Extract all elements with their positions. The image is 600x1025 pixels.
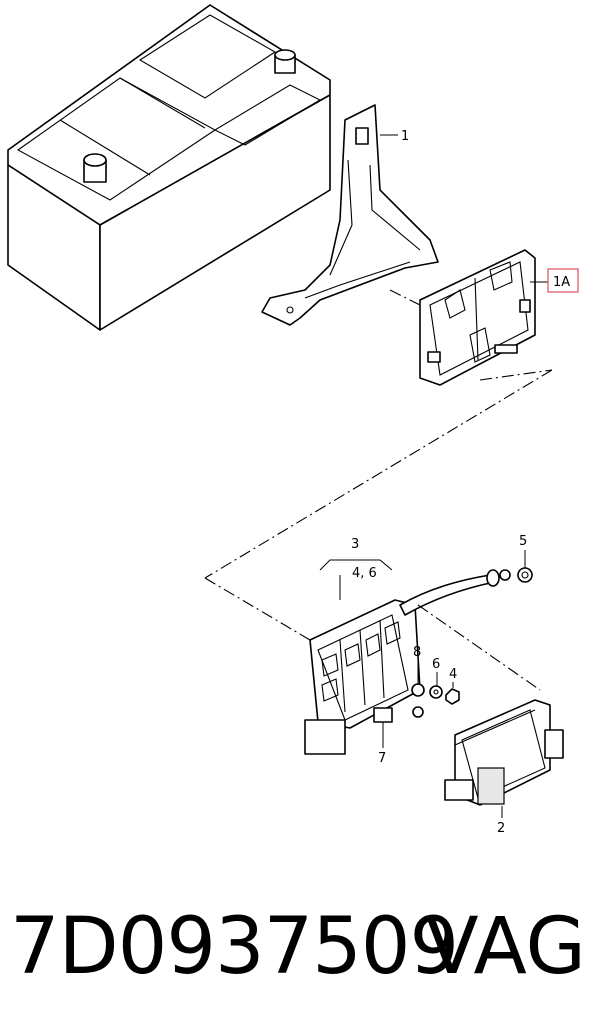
battery xyxy=(7,4,331,331)
fuse-carrier xyxy=(304,569,511,755)
callout-1: 1 xyxy=(401,129,409,144)
washer-8a xyxy=(411,683,425,697)
callout-6: 6 xyxy=(432,657,440,672)
cover-bracket-1a xyxy=(419,249,536,386)
mounting-bracket xyxy=(261,104,439,326)
assembly-lines xyxy=(204,289,553,691)
brand-name: VAG xyxy=(425,902,586,992)
nut-5 xyxy=(517,567,533,583)
callout-5: 5 xyxy=(519,534,527,549)
callout-3: 3 xyxy=(351,537,359,552)
washer-8b xyxy=(412,706,424,718)
control-module xyxy=(444,699,564,806)
callout-8: 8 xyxy=(413,645,421,660)
fuse-7 xyxy=(373,707,393,723)
callout-4: 4 xyxy=(449,667,457,682)
callout-1a-highlight xyxy=(547,268,579,293)
callout-4-6-group: 4, 6 xyxy=(352,566,377,581)
callout-1a: 1A xyxy=(553,275,570,290)
callout-labels: 1 1A 2 3 4, 6 4 5 6 7 8 xyxy=(351,129,579,836)
part-number: 7D0937509 xyxy=(10,902,459,992)
nut-4 xyxy=(445,688,460,705)
callout-2: 2 xyxy=(497,821,505,836)
callout-7: 7 xyxy=(378,751,386,766)
small-hardware xyxy=(373,567,533,723)
exploded-parts-diagram: 1 1A 2 3 4, 6 4 5 6 7 8 xyxy=(7,4,579,836)
caption-bar: 7D0937509 VAG xyxy=(0,892,600,1002)
washer-6 xyxy=(429,685,443,699)
leader-lines xyxy=(319,134,548,818)
